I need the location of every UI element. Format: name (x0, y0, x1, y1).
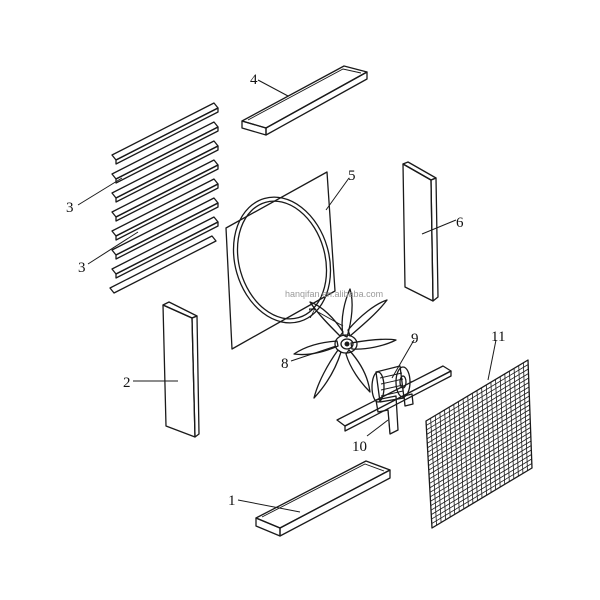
part-3-louver-shutter (109, 102, 219, 294)
mesh-wire-horizontal (427, 386, 530, 449)
mesh-wire-horizontal (427, 395, 530, 458)
label-part-1: 1 (228, 493, 236, 509)
label-part-8: 8 (281, 356, 289, 372)
mesh-wire-horizontal (427, 391, 530, 453)
mesh-wire-horizontal (428, 413, 531, 475)
label-part-3-upper: 3 (66, 200, 74, 216)
part-1-bottom-panel (255, 460, 391, 537)
mesh-wire-horizontal (428, 404, 530, 466)
mesh-wire-horizontal (429, 422, 531, 484)
part-4-top-panel (241, 65, 368, 136)
mesh-wire-horizontal (426, 377, 529, 440)
label-part-5: 5 (348, 168, 356, 184)
label-part-3-lower: 3 (78, 260, 86, 276)
label-part-11: 11 (491, 329, 505, 345)
leader-lines (77, 79, 497, 513)
label-part-7: 7 (308, 306, 316, 322)
part-11-wire-mesh-guard (425, 359, 533, 529)
mesh-wire-horizontal (429, 431, 531, 493)
label-part-6: 6 (456, 215, 464, 231)
label-part-4: 4 (250, 72, 258, 88)
part-10-motor-bracket (336, 365, 452, 435)
mesh-wire-horizontal (426, 368, 529, 431)
mesh-wire-horizontal (430, 440, 532, 502)
mesh-wire-horizontal (430, 436, 532, 498)
mesh-wire-horizontal (427, 382, 530, 444)
part-5-front-plate (225, 171, 336, 350)
mesh-wire-horizontal (431, 454, 532, 515)
label-part-2: 2 (123, 375, 131, 391)
mesh-wire-horizontal (431, 458, 532, 520)
part-8-fan-hub (334, 334, 358, 354)
mesh-wire-horizontal (426, 373, 529, 435)
part-2-left-side-panel (162, 301, 200, 438)
part-6-right-side-panel (402, 161, 439, 302)
mesh-wire-horizontal (429, 418, 531, 480)
watermark: hanqifan.en.alibaba.com (285, 289, 383, 299)
mesh-wire-horizontal (428, 409, 531, 471)
label-part-9: 9 (411, 331, 419, 347)
mesh-wire-horizontal (430, 445, 532, 507)
mesh-wire-horizontal (431, 463, 532, 524)
label-part-10: 10 (352, 439, 367, 455)
part-labels: 1 2 3 3 4 5 6 7 8 9 10 11 (66, 72, 505, 509)
mesh-wire-horizontal (429, 427, 531, 489)
mesh-wire-horizontal (430, 449, 532, 511)
mesh-wire-horizontal (426, 364, 529, 426)
mesh-wire-horizontal (428, 400, 530, 462)
